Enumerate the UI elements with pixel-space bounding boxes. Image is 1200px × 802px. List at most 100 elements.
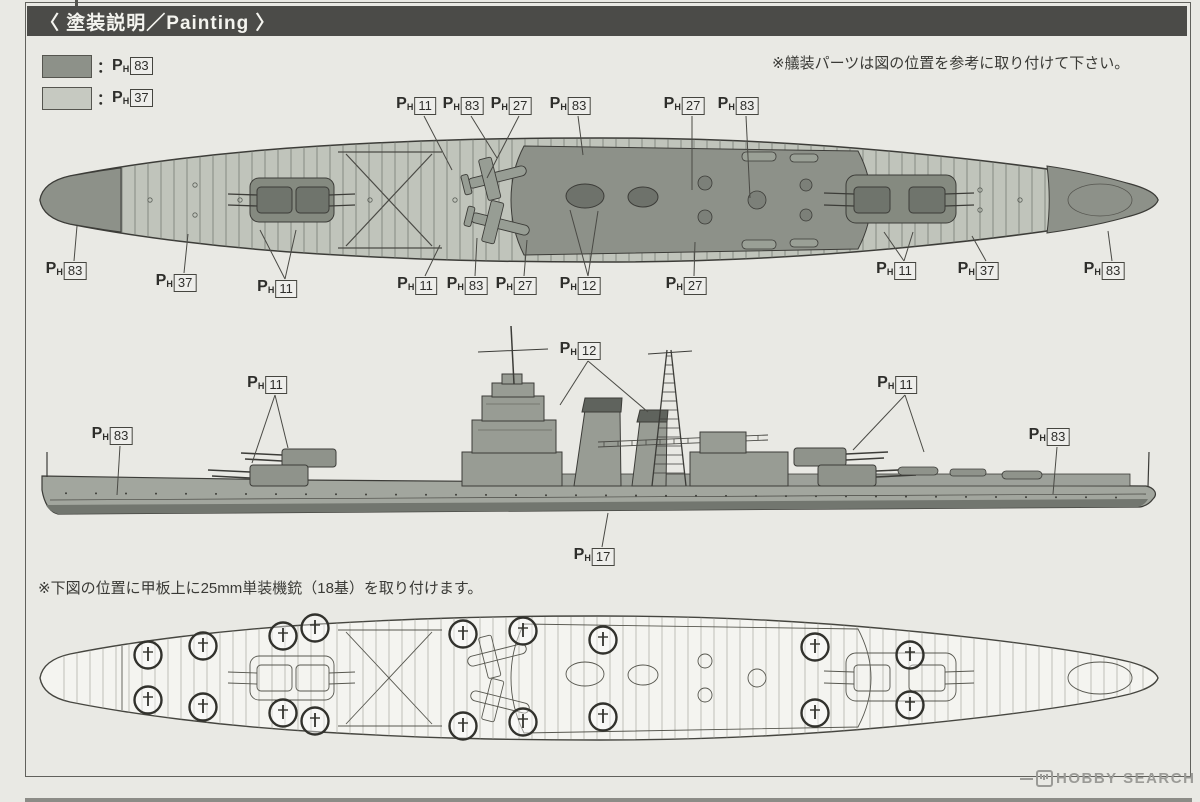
ph-prefix: P — [112, 89, 123, 106]
callout-leader-line — [883, 231, 905, 262]
callout-leader-line — [486, 115, 520, 179]
scan-edge-mark — [75, 0, 78, 7]
aa-gun-position-marker — [588, 702, 618, 732]
forward-turrets-side — [207, 448, 337, 487]
callout-leader-line — [587, 360, 649, 413]
aa-gun-position-marker — [895, 640, 925, 670]
legend-colon: ： — [97, 58, 113, 76]
deck-plan-view — [39, 137, 1159, 263]
callout-leader-line — [852, 394, 906, 451]
callout-leader-line — [423, 115, 453, 171]
midship-superstructure — [510, 145, 872, 256]
color-swatch-light — [42, 86, 92, 110]
aa-gun-position-plan — [39, 613, 1159, 741]
hobby-search-watermark: HOBBY SEARCH — [1020, 770, 1195, 787]
aa-gun-position-marker — [508, 707, 538, 737]
color-legend: ： P H 83 ： P H 37 — [42, 54, 153, 118]
degaussing-cable — [49, 493, 1147, 501]
ship-boats — [741, 151, 819, 250]
callout-leader-line — [569, 209, 589, 277]
aa-gun-position-marker — [268, 698, 298, 728]
aa-gun-position-marker — [448, 619, 478, 649]
aa-gun-position-marker — [188, 692, 218, 722]
bridge-windows — [478, 403, 552, 431]
callout-leader-line — [971, 235, 987, 262]
bow-structure — [1046, 165, 1159, 234]
paint-code: 83 — [130, 57, 153, 75]
callout-leader-lines — [73, 115, 1113, 548]
callout-leader-line — [1052, 446, 1058, 495]
ph-subscript: H — [122, 95, 130, 106]
stern-structure — [39, 167, 122, 233]
aa-gun-markers — [133, 613, 925, 741]
aa-gun-position-marker — [133, 640, 163, 670]
callout-leader-line — [1107, 230, 1113, 262]
callout-leader-line — [601, 512, 609, 548]
callout-leader-line — [903, 231, 914, 262]
aa-gun-position-marker — [300, 613, 330, 643]
boot-topping — [46, 499, 1148, 514]
content-frame — [25, 2, 1191, 777]
callout-leader-line — [523, 239, 528, 277]
next-section-edge — [25, 798, 1192, 802]
aft-funnel-top — [627, 186, 659, 208]
seaplane-outline-upper — [467, 634, 527, 679]
hobby-search-logo-icon — [1036, 770, 1053, 787]
aa-gun-position-marker — [895, 690, 925, 720]
callout-leader-line — [183, 233, 189, 274]
callout-leader-line — [274, 394, 289, 449]
section-title: 〈 塗装説明／Painting 〉 — [40, 12, 276, 34]
callout-leader-line — [577, 115, 584, 156]
porthole-row — [65, 492, 1117, 499]
aa-gun-position-marker — [448, 711, 478, 741]
forward-funnel-top — [565, 183, 605, 209]
ph-prefix: P — [112, 57, 123, 74]
section-header: 〈 塗装説明／Painting 〉 — [27, 6, 1187, 36]
legend-item-ph83: ： P H 83 — [42, 54, 153, 78]
aft-superstructure — [689, 431, 789, 487]
callout-leader-line — [587, 210, 599, 277]
mainmast — [647, 349, 693, 487]
deck-fittings — [147, 182, 1023, 218]
aa-gun-position-marker — [800, 698, 830, 728]
callout-leader-line — [693, 241, 696, 277]
watermark-text: HOBBY SEARCH — [1056, 770, 1196, 787]
aa-gun-position-marker — [188, 631, 218, 661]
catapult-rails — [338, 151, 442, 249]
aa-gun-position-marker — [133, 685, 163, 715]
callout-leader-line — [251, 394, 276, 464]
callout-leader-line — [474, 237, 478, 277]
color-swatch-dark — [42, 54, 92, 78]
watermark-dash — [1020, 777, 1033, 780]
deck-boats — [897, 466, 1043, 480]
aa-gun-position-marker — [300, 706, 330, 736]
aa-gun-position-marker — [268, 621, 298, 651]
callout-leader-line — [424, 244, 441, 277]
aa-gun-position-marker — [588, 625, 618, 655]
rigging-note: ※艤装パーツは図の位置を参考に取り付けて下さい。 — [772, 55, 1130, 72]
foremast — [477, 325, 549, 385]
callout-leader-line — [559, 360, 589, 406]
callout-leader-line — [284, 229, 297, 280]
ph-subscript: H — [122, 63, 130, 74]
forecastle-detail — [1067, 183, 1133, 217]
callout-leader-line — [904, 394, 925, 453]
aa-gun-position-marker — [508, 616, 538, 646]
plan-details — [121, 623, 1133, 734]
callout-leader-line — [259, 229, 286, 280]
callout-leader-line — [73, 225, 78, 262]
side-profile-view — [41, 325, 1156, 515]
midship-fittings — [697, 175, 813, 225]
ensign-staff — [1147, 451, 1150, 488]
aa-gun-position-marker — [800, 632, 830, 662]
callout-leader-line — [745, 115, 751, 199]
forward-turret-group — [823, 174, 975, 224]
callout-leader-line — [470, 115, 498, 159]
aa-gun-note: ※下図の位置に甲板上に25mm単装機銃（18基）を取り付けます。 — [38, 580, 483, 597]
callout-leader-line — [116, 445, 121, 496]
seaplane-upper — [460, 156, 527, 201]
seaplane-lower — [463, 200, 530, 245]
legend-colon: ： — [97, 90, 113, 108]
